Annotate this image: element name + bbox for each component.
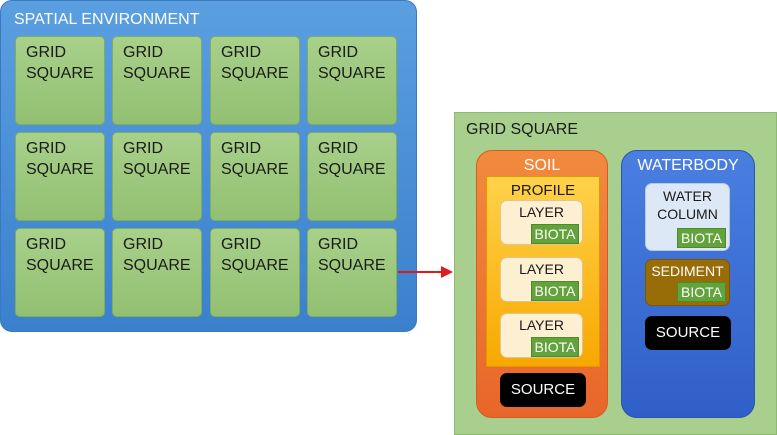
grid-square-cell: GRID SQUARE bbox=[112, 228, 202, 317]
grid-square-cell-highlighted: GRID SQUARE bbox=[307, 228, 397, 317]
soil-layer-biota: BIOTA bbox=[531, 281, 579, 301]
grid-square-cell: GRID SQUARE bbox=[307, 132, 397, 221]
spatial-environment-title: SPATIAL ENVIRONMENT bbox=[14, 11, 200, 28]
grid-square-cell: GRID SQUARE bbox=[307, 36, 397, 125]
sediment-biota: BIOTA bbox=[677, 282, 726, 302]
grid-square-cell: GRID SQUARE bbox=[15, 132, 105, 221]
grid-square-cell: GRID SQUARE bbox=[15, 36, 105, 125]
waterbody-title: WATERBODY bbox=[637, 157, 739, 174]
grid-square-cell: GRID SQUARE bbox=[210, 36, 300, 125]
grid-square-cell: GRID SQUARE bbox=[112, 132, 202, 221]
soil-layer-label: LAYER bbox=[519, 261, 564, 277]
waterbody-source-box: SOURCE bbox=[645, 316, 731, 350]
soil-layer-label: LAYER bbox=[519, 317, 564, 333]
arrow-head bbox=[441, 266, 453, 278]
soil-title: SOIL bbox=[523, 157, 561, 174]
profile-title: PROFILE bbox=[510, 182, 576, 199]
sediment-label: SEDIMENT bbox=[651, 263, 724, 279]
grid-square-cell: GRID SQUARE bbox=[112, 36, 202, 125]
soil-layer-biota: BIOTA bbox=[531, 224, 579, 244]
soil-layer-biota: BIOTA bbox=[531, 337, 579, 357]
grid-square-cell: GRID SQUARE bbox=[15, 228, 105, 317]
soil-source-box: SOURCE bbox=[500, 373, 586, 407]
soil-layer-label: LAYER bbox=[519, 204, 564, 220]
water-column-label: WATER COLUMN bbox=[657, 188, 718, 222]
grid-square-detail-title: GRID SQUARE bbox=[466, 121, 579, 138]
grid-square-cell: GRID SQUARE bbox=[210, 132, 300, 221]
water-column-biota: BIOTA bbox=[677, 228, 726, 248]
grid-square-cell: GRID SQUARE bbox=[210, 228, 300, 317]
